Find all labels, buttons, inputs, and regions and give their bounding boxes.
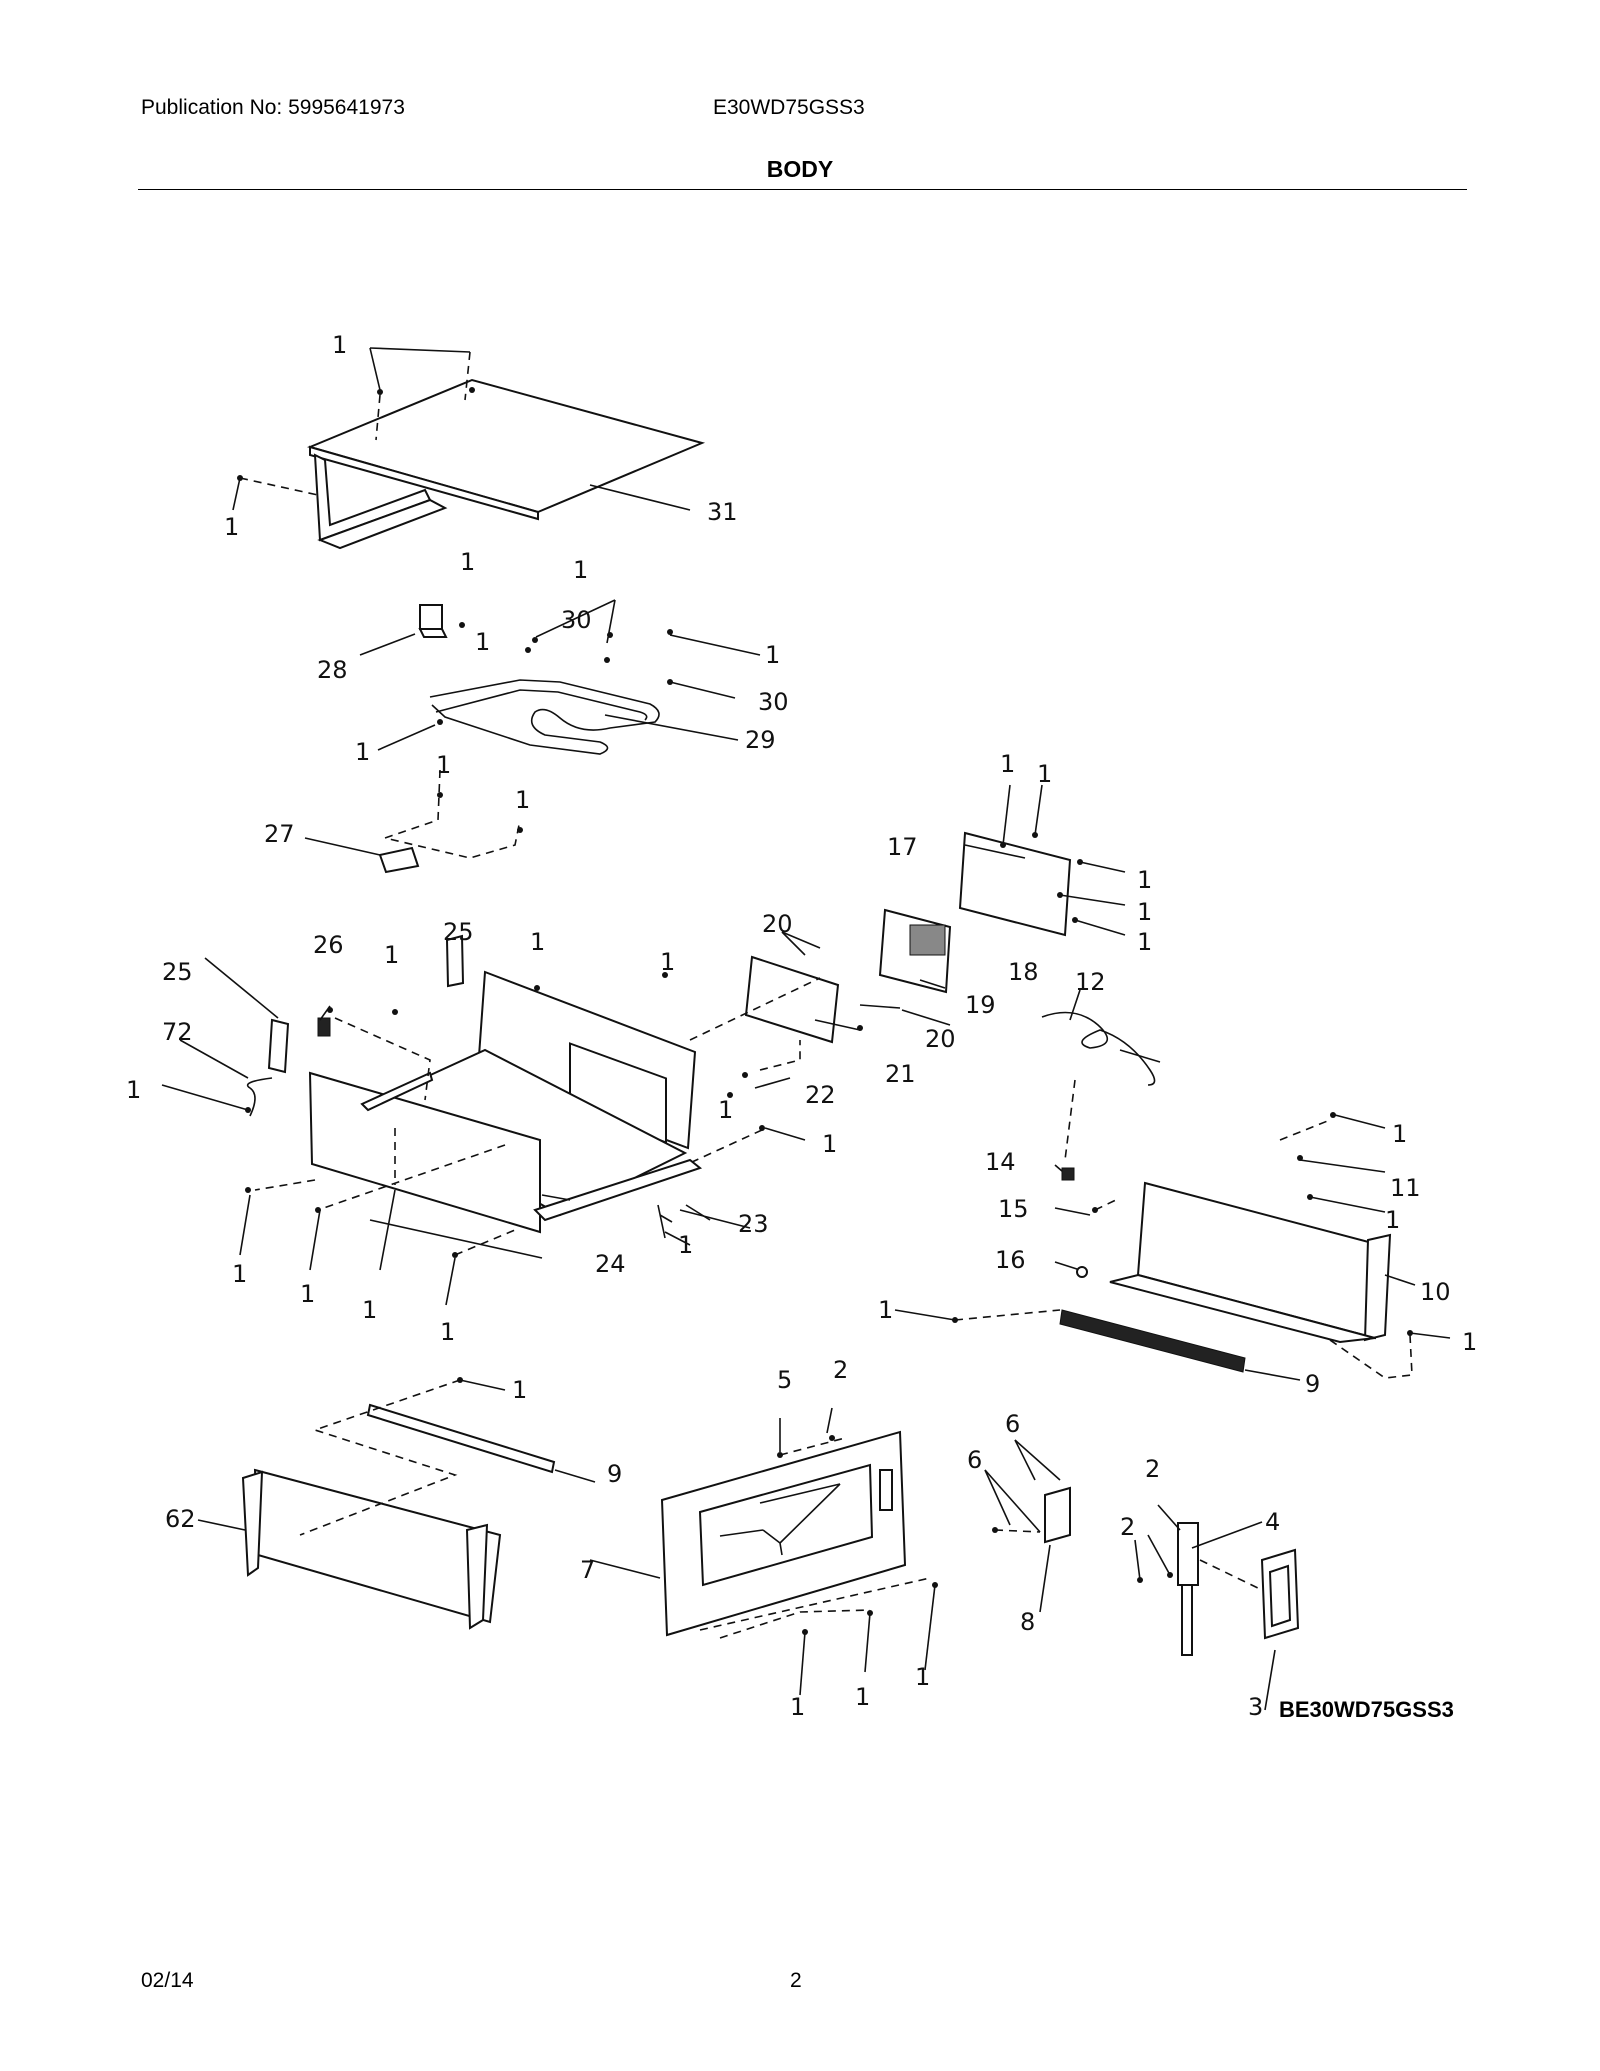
fastener-dots	[237, 387, 1413, 1635]
callout-1: 1	[126, 1076, 141, 1104]
callout-15: 15	[998, 1195, 1029, 1223]
callout-1: 1	[855, 1683, 870, 1711]
callout-1: 1	[300, 1280, 315, 1308]
model-number: E30WD75GSS3	[713, 96, 865, 119]
callout-9: 9	[607, 1460, 622, 1488]
callout-8: 8	[1020, 1608, 1035, 1636]
callout-20: 20	[925, 1025, 956, 1053]
callout-18: 18	[1008, 958, 1039, 986]
callout-23: 23	[738, 1210, 769, 1238]
callout-1: 1	[1137, 928, 1152, 956]
diagram-code: BE30WD75GSS3	[1279, 1697, 1454, 1722]
callout-29: 29	[745, 726, 776, 754]
callout-labels: 1 1 31 1 1 30 1 1 28 30 29 1 1 1 27 1 1 …	[126, 331, 1477, 1721]
callout-2: 2	[1145, 1455, 1160, 1483]
callout-17: 17	[887, 833, 918, 861]
callout-20: 20	[762, 910, 793, 938]
callout-1: 1	[718, 1096, 733, 1124]
callout-1: 1	[878, 1296, 893, 1324]
callout-1: 1	[515, 786, 530, 814]
callout-6: 6	[967, 1446, 982, 1474]
callout-10: 10	[1420, 1278, 1451, 1306]
callout-31: 31	[707, 498, 738, 526]
side-panel-25-part	[246, 934, 465, 1117]
callout-1: 1	[790, 1693, 805, 1721]
callout-14: 14	[985, 1148, 1016, 1176]
door-frame-7-part	[660, 1430, 907, 1637]
callout-1: 1	[678, 1231, 693, 1259]
callout-3: 3	[1248, 1693, 1263, 1721]
drawer-panel-part	[1109, 1181, 1392, 1344]
callout-26: 26	[313, 931, 344, 959]
publication-number: Publication No: 5995641973	[141, 96, 405, 119]
callout-4: 4	[1265, 1508, 1280, 1536]
header-rule	[138, 189, 1467, 190]
callout-12: 12	[1075, 968, 1106, 996]
callout-1: 1	[530, 928, 545, 956]
callout-7: 7	[580, 1556, 595, 1584]
switch-4-part	[1177, 1522, 1199, 1656]
callout-1: 1	[573, 556, 588, 584]
callout-19: 19	[965, 991, 996, 1019]
callout-1: 1	[1392, 1120, 1407, 1148]
hinge-8-part	[1044, 1486, 1071, 1544]
callout-30: 30	[561, 606, 592, 634]
callout-1: 1	[1137, 898, 1152, 926]
footer-date: 02/14	[141, 1969, 194, 1992]
callout-22: 22	[805, 1081, 836, 1109]
callout-1: 1	[660, 948, 675, 976]
callout-1: 1	[440, 1318, 455, 1346]
callout-1: 1	[355, 738, 370, 766]
cabinet-body-part	[308, 970, 703, 1234]
callout-27: 27	[264, 820, 295, 848]
callout-1: 1	[384, 941, 399, 969]
heating-element-part	[418, 604, 660, 755]
rail-9-part	[366, 1309, 1246, 1474]
callout-1: 1	[1385, 1206, 1400, 1234]
callout-1: 1	[765, 641, 780, 669]
callout-1: 1	[460, 548, 475, 576]
callout-1: 1	[822, 1130, 837, 1158]
callout-11: 11	[1390, 1174, 1421, 1202]
callout-6: 6	[1005, 1410, 1020, 1438]
callout-1: 1	[1137, 866, 1152, 894]
callout-1: 1	[332, 331, 347, 359]
handle-3-part	[1260, 1548, 1300, 1640]
callout-1: 1	[512, 1376, 527, 1404]
callout-1: 1	[224, 513, 239, 541]
top-cover-part	[306, 378, 706, 550]
callout-1: 1	[915, 1663, 930, 1691]
callout-1: 1	[436, 751, 451, 779]
callout-25: 25	[162, 958, 193, 986]
callout-62: 62	[165, 1505, 196, 1533]
callout-30: 30	[758, 688, 789, 716]
callout-2: 2	[1120, 1513, 1135, 1541]
callout-1: 1	[362, 1296, 377, 1324]
callout-1: 1	[1000, 750, 1015, 778]
callout-21: 21	[885, 1060, 916, 1088]
callout-9: 9	[1305, 1370, 1320, 1398]
callout-25: 25	[443, 918, 474, 946]
page-number: 2	[790, 1969, 802, 1992]
leader-lines	[161, 347, 1451, 1711]
callout-1: 1	[1037, 760, 1052, 788]
callout-1: 1	[475, 628, 490, 656]
section-title: BODY	[766, 156, 834, 182]
callout-1: 1	[1462, 1328, 1477, 1356]
power-cord-part	[1041, 1011, 1161, 1086]
callout-72: 72	[162, 1018, 193, 1046]
callout-2: 2	[833, 1356, 848, 1384]
callout-1: 1	[232, 1260, 247, 1288]
callout-24: 24	[595, 1250, 626, 1278]
callout-16: 16	[995, 1246, 1026, 1274]
lower-panel-62-part	[241, 1468, 502, 1630]
callout-28: 28	[317, 656, 348, 684]
bracket-27-part	[378, 846, 420, 874]
callout-5: 5	[777, 1366, 792, 1394]
